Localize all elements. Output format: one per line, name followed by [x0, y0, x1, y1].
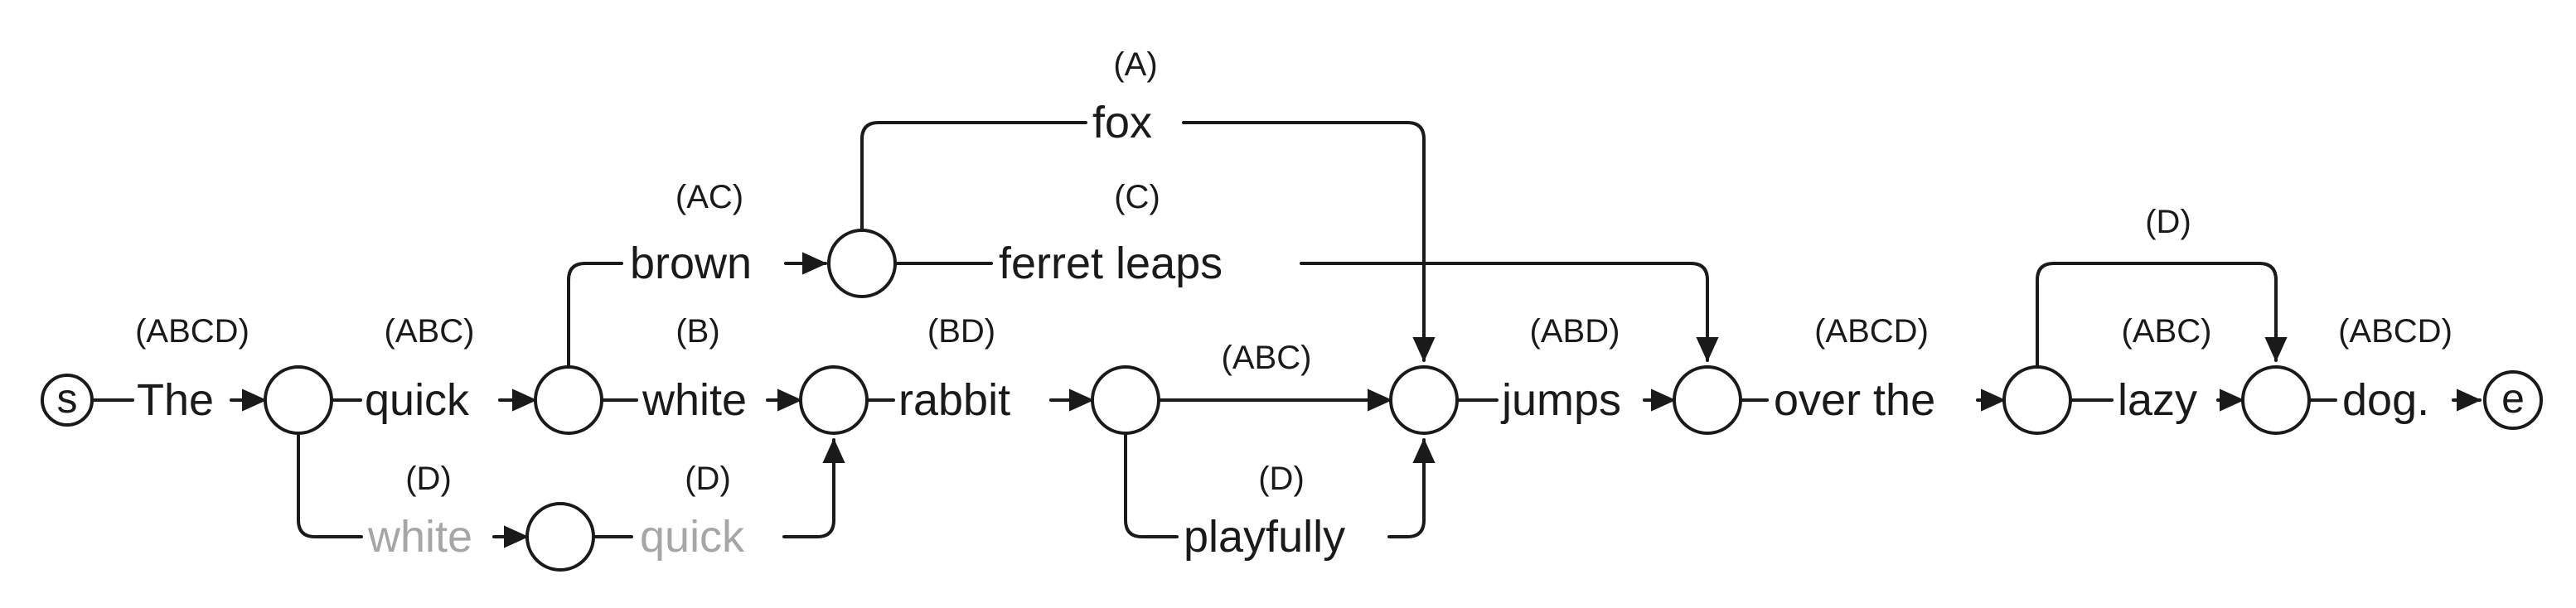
word-quick: quick	[365, 375, 470, 425]
tag-rabbit-direct: (ABC)	[1222, 340, 1312, 376]
word-playfully: playfully	[1184, 512, 1345, 562]
end-node	[2483, 370, 2543, 430]
word-brown: brown	[630, 239, 752, 288]
edge-n2-brown	[567, 262, 623, 369]
tag-quick-alt: (D)	[685, 461, 731, 497]
edge-ferret-n7	[1300, 262, 1719, 362]
word-over-the: over the	[1774, 375, 1935, 425]
node-8	[2002, 365, 2072, 435]
node-5	[827, 229, 897, 298]
word-quick-alt: quick	[640, 512, 745, 562]
words: The quick brown fox ferret leaps white r…	[137, 98, 2429, 562]
node-7	[1673, 365, 1742, 435]
nodes: s e	[41, 229, 2543, 572]
tag-lazy-skip: (D)	[2145, 204, 2191, 240]
node-9	[2241, 365, 2311, 435]
tag-over-the: (ABCD)	[1814, 313, 1929, 350]
start-node	[41, 374, 94, 427]
tag-fox: (A)	[1113, 46, 1157, 83]
word-ferret-leaps: ferret leaps	[999, 239, 1223, 288]
tag-the: (ABCD)	[135, 313, 249, 350]
word-fox: fox	[1092, 98, 1152, 147]
tag-lazy: (ABC)	[2122, 313, 2212, 350]
node-1	[264, 365, 333, 435]
tag-dog: (ABCD)	[2338, 313, 2453, 350]
word-the: The	[137, 375, 214, 425]
word-lazy: lazy	[2118, 375, 2197, 425]
edge-quick-alt-n3	[782, 438, 845, 538]
end-node-label: e	[2501, 375, 2525, 422]
tag-quick: (ABC)	[385, 313, 475, 350]
path-tags: (ABCD) (ABC) (AC) (A) (C) (B) (BD) (ABC)…	[135, 46, 2453, 497]
edge-fox-n6	[1182, 121, 1436, 362]
node-4	[1091, 365, 1160, 435]
node-6	[1389, 365, 1459, 435]
tag-rabbit: (BD)	[927, 313, 995, 350]
word-jumps: jumps	[1500, 375, 1621, 425]
start-node-label: s	[57, 375, 78, 422]
edge-n4-playfully	[1124, 432, 1179, 538]
node-2	[534, 365, 603, 435]
edge-n8-skip	[2036, 262, 2288, 369]
tag-ferret-leaps: (C)	[1114, 179, 1160, 215]
edge-playfully-n6	[1387, 438, 1436, 538]
edges	[90, 121, 2482, 548]
word-white: white	[642, 375, 747, 425]
word-rabbit: rabbit	[898, 375, 1010, 425]
tag-brown: (AC)	[675, 179, 743, 215]
tag-white-alt: (D)	[405, 461, 452, 497]
edge-n1-white-alt	[297, 432, 363, 538]
tag-playfully: (D)	[1258, 461, 1305, 497]
node-10	[525, 502, 595, 572]
node-3	[799, 365, 869, 435]
word-white-alt: white	[367, 512, 472, 562]
tag-jumps: (ABD)	[1530, 313, 1620, 350]
edge-n5-fox	[860, 121, 1087, 232]
word-dog: dog.	[2342, 375, 2429, 425]
tag-white: (B)	[675, 313, 719, 350]
